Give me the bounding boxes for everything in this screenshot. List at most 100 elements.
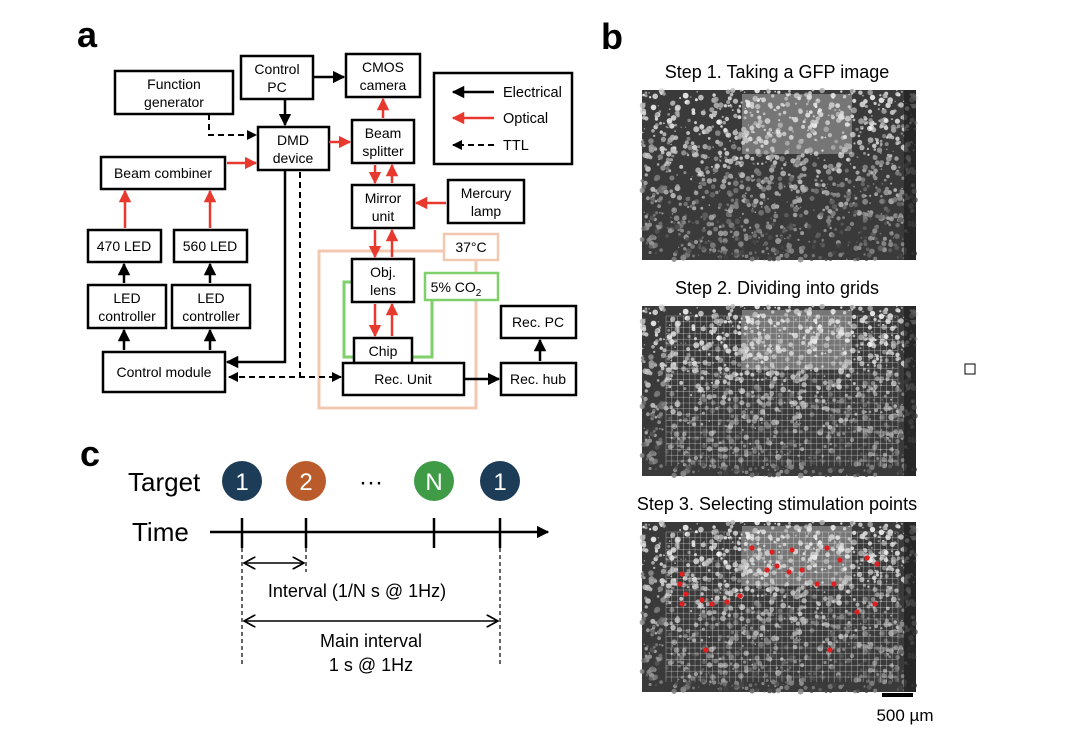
block-led-controller-2: LED controller (170, 283, 252, 330)
block-560-led: 560 LED (172, 228, 249, 264)
block-control-pc: Control PC (239, 54, 315, 101)
block-chip: Chip (352, 336, 414, 365)
svg-text:Beam combiner: Beam combiner (114, 165, 212, 181)
small-square-marker (964, 363, 976, 375)
stimulation-point (799, 567, 805, 573)
micrograph-step-3 (639, 519, 919, 695)
block-470-led: 470 LED (86, 228, 163, 264)
stimulation-point (837, 557, 843, 563)
stimulation-point (824, 545, 830, 551)
svg-text:generator: generator (144, 94, 204, 110)
block-obj-lens: Obj. lens (350, 257, 416, 304)
svg-text:CMOS: CMOS (362, 59, 404, 75)
stimulation-point (737, 593, 743, 599)
stimulation-point (679, 601, 685, 607)
stimulation-point (699, 597, 705, 603)
stimulation-point (814, 581, 820, 587)
panel-letter-a: a (77, 14, 98, 55)
svg-text:1: 1 (235, 469, 248, 496)
stimulation-points (677, 545, 880, 653)
svg-text:PC: PC (267, 79, 286, 95)
block-rec-unit: Rec. Unit (341, 361, 466, 397)
svg-text:Rec. Unit: Rec. Unit (374, 371, 432, 387)
svg-text:controller: controller (182, 308, 240, 324)
svg-text:1: 1 (493, 469, 506, 496)
electrical-connections (117, 70, 547, 386)
svg-text:Mirror: Mirror (365, 190, 402, 206)
svg-text:Beam: Beam (365, 125, 402, 141)
interval-label: Interval (1/N s @ 1Hz) (268, 581, 446, 601)
svg-text:Control: Control (254, 61, 299, 77)
stimulation-point (872, 601, 878, 607)
target-circle-1: 1 (222, 461, 262, 501)
incubator-enclosure (317, 249, 478, 410)
svg-text:LED: LED (197, 290, 224, 306)
ellipsis: ··· (359, 469, 383, 496)
stimulation-point (724, 599, 730, 605)
legend-label-optical: Optical (503, 111, 548, 127)
timeline: Target Time 1 2 N 1 ··· Interval (1/N s @ 1… (128, 461, 550, 675)
svg-text:Control module: Control module (117, 364, 212, 380)
stimulation-point (769, 549, 775, 555)
block-diagram: 37°C 5% CO2 Function generator Control P… (86, 52, 578, 410)
legend-label-electrical: Electrical (503, 85, 562, 101)
stimulation-point (709, 601, 715, 607)
temperature-tag (442, 232, 500, 262)
target-circle-3: N (414, 461, 454, 501)
panel-letter-c: c (80, 433, 100, 474)
stimulation-point (764, 567, 770, 573)
block-led-controller-1: LED controller (86, 283, 168, 330)
panel-letter-b: b (601, 16, 623, 57)
target-circles: 1 2 N 1 (222, 461, 520, 501)
temperature-label: 37°C (455, 239, 486, 255)
block-function-generator: Function generator (113, 69, 235, 116)
block-dmd-device: DMD device (256, 125, 331, 172)
svg-text:Rec. hub: Rec. hub (510, 371, 566, 387)
svg-text:Function: Function (147, 76, 201, 92)
svg-text:splitter: splitter (362, 143, 404, 159)
time-label: Time (132, 517, 189, 547)
optical-connections (118, 97, 446, 338)
svg-text:DMD: DMD (277, 132, 309, 148)
block-rec-pc: Rec. PC (499, 304, 578, 340)
block-rec-hub: Rec. hub (499, 361, 578, 397)
svg-text:Mercury: Mercury (461, 185, 512, 201)
target-circle-4: 1 (480, 461, 520, 501)
block-cmos-camera: CMOS camera (344, 52, 422, 99)
block-mirror-unit: Mirror unit (350, 183, 416, 230)
grid-overlay (665, 315, 899, 466)
stimulation-point (786, 569, 792, 575)
grid-overlay (665, 531, 899, 682)
legend: Electrical Optical TTL (432, 71, 574, 166)
block-mercury-lamp: Mercury lamp (446, 178, 526, 225)
block-control-module: Control module (101, 350, 227, 394)
co2-label: 5% CO2 (431, 279, 482, 299)
stimulation-point (827, 647, 833, 653)
svg-text:camera: camera (360, 77, 407, 93)
svg-text:lamp: lamp (471, 203, 502, 219)
step-2-title: Step 2. Dividing into grids (675, 278, 879, 298)
stimulation-point (703, 647, 709, 653)
stimulation-point (789, 547, 795, 553)
co2-tag (423, 271, 500, 302)
scale-bar-label: 500 µm (876, 706, 933, 725)
stimulation-point (679, 571, 685, 577)
svg-text:Chip: Chip (369, 343, 398, 359)
svg-text:2: 2 (299, 469, 312, 496)
svg-text:unit: unit (372, 208, 395, 224)
stimulation-point (831, 581, 837, 587)
svg-text:560 LED: 560 LED (183, 238, 237, 254)
main-interval-value: 1 s @ 1Hz (329, 655, 413, 675)
stimulation-point (683, 591, 689, 597)
block-beam-combiner: Beam combiner (99, 155, 227, 191)
target-label: Target (128, 467, 201, 497)
svg-text:lens: lens (370, 282, 396, 298)
svg-text:device: device (273, 150, 314, 166)
svg-text:LED: LED (113, 290, 140, 306)
block-beam-splitter: Beam splitter (350, 118, 416, 165)
svg-text:N: N (425, 469, 442, 496)
legend-label-ttl: TTL (503, 138, 529, 154)
micrograph-step-1 (639, 87, 919, 263)
ttl-connections (208, 114, 342, 382)
